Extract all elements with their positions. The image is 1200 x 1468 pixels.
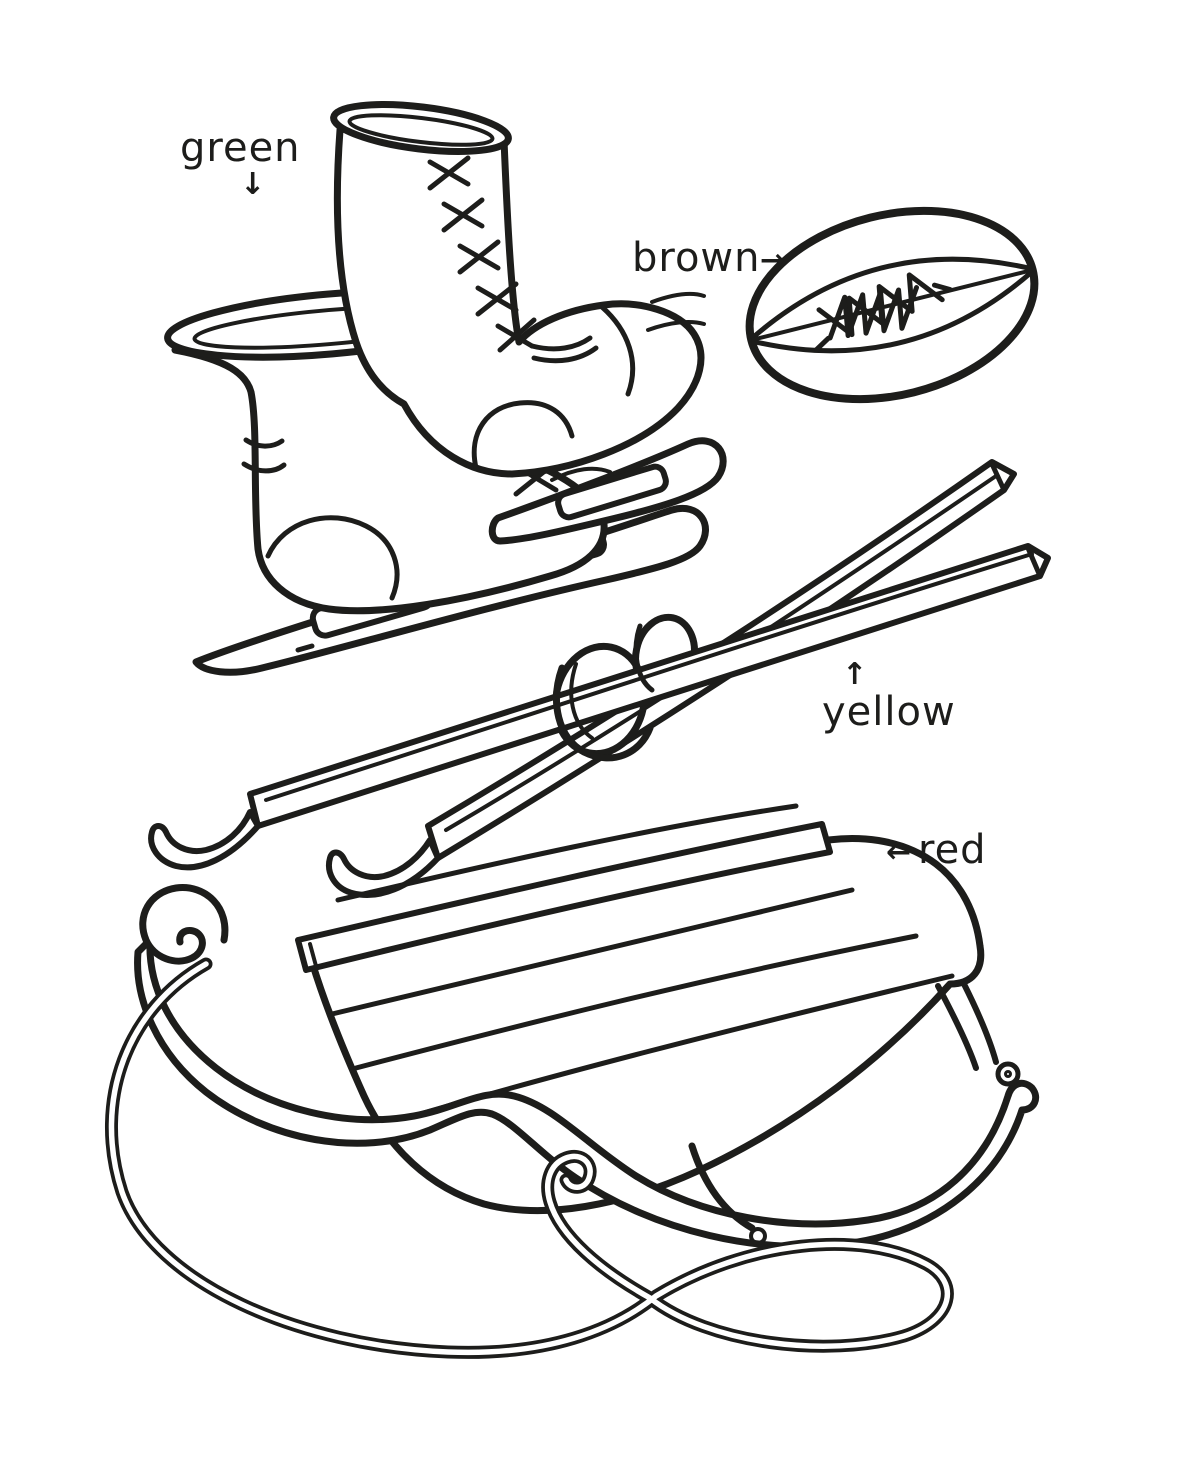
sled-rope <box>104 957 954 1359</box>
label-skis-color: yellow <box>822 689 956 735</box>
sled-drawing <box>104 803 1040 1359</box>
up-arrow-icon: ↑ <box>842 657 868 692</box>
label-ice-skates-color: green <box>180 125 301 171</box>
left-arrow-icon: ← <box>886 835 912 870</box>
label-football-color: brown <box>632 235 761 281</box>
label-sled-color: red <box>918 827 987 873</box>
football-drawing <box>745 206 1039 404</box>
right-arrow-icon: → <box>760 243 786 278</box>
ice-skates-drawing <box>164 101 727 676</box>
skis-drawing <box>148 459 1051 898</box>
down-arrow-icon: ↓ <box>240 167 266 202</box>
football-laces <box>814 272 953 353</box>
